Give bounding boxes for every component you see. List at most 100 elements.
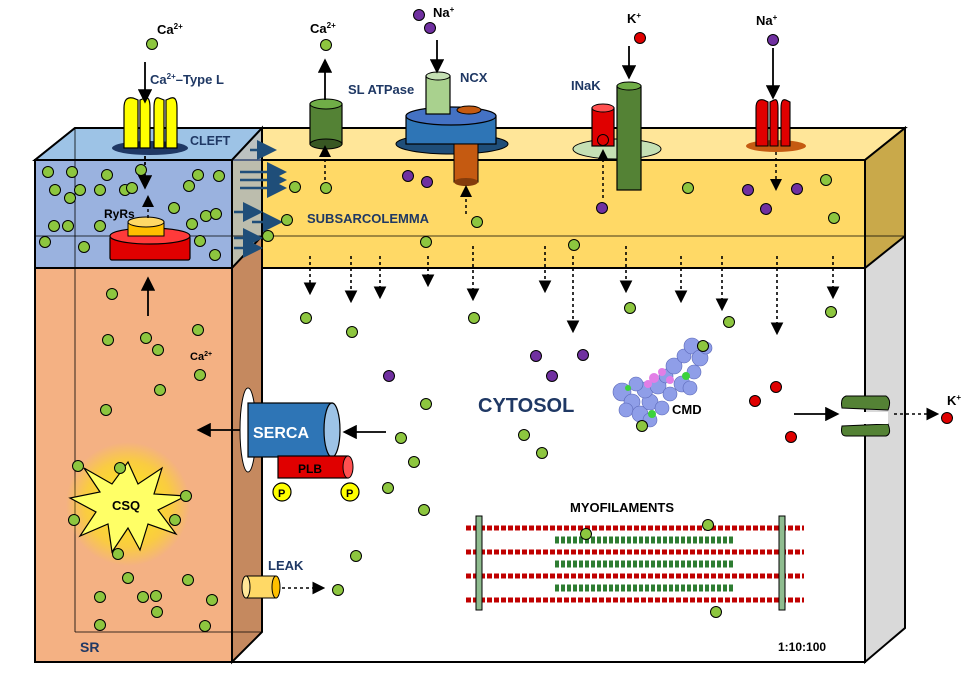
sodium-ion	[421, 176, 433, 188]
phosphate-label-2: P	[346, 488, 353, 500]
calcium-ion	[122, 572, 134, 584]
sodium-ion	[402, 170, 414, 182]
calcium-ion	[74, 184, 86, 196]
calcium-ion	[200, 210, 212, 222]
calcium-ion	[710, 606, 722, 618]
calcium-ion	[820, 174, 832, 186]
calcium-ion	[151, 606, 163, 618]
calcium-ion	[723, 316, 735, 328]
calcium-ion	[168, 202, 180, 214]
potassium-ion	[634, 32, 646, 44]
serca-label: SERCA	[253, 425, 309, 442]
calcium-ion	[518, 429, 530, 441]
calcium-ion	[94, 184, 106, 196]
sl-atpase-label: SL ATPase	[348, 82, 414, 97]
calcium-ion	[320, 182, 332, 194]
calcium-ion	[408, 456, 420, 468]
calcium-ion	[154, 384, 166, 396]
ncx-exchanger	[395, 71, 509, 186]
calcium-ion	[39, 236, 51, 248]
calcium-ion	[536, 447, 548, 459]
calcium-ion	[682, 182, 694, 194]
sodium-ion	[760, 203, 772, 215]
sodium-ion	[791, 183, 803, 195]
csq-buffer	[66, 442, 190, 566]
calcium-ion	[102, 334, 114, 346]
calcium-ion	[62, 220, 74, 232]
calcium-ion	[64, 192, 76, 204]
calcium-ion	[697, 340, 709, 352]
calcium-ion	[137, 591, 149, 603]
calcium-ion	[140, 332, 152, 344]
calcium-ion	[126, 182, 138, 194]
calcium-ion	[182, 574, 194, 586]
calcium-ion	[568, 239, 580, 251]
calcium-ion	[183, 180, 195, 192]
cmd-buffer	[612, 337, 713, 428]
calcium-ion	[42, 166, 54, 178]
calcium-ion	[78, 241, 90, 253]
calcium-ion	[395, 432, 407, 444]
ca-top-label: Ca2+	[157, 22, 183, 37]
leak-channel	[241, 575, 281, 599]
plb-label: PLB	[298, 462, 322, 476]
na-channel-label: Na+	[756, 13, 778, 28]
subsarcolemma-region	[231, 159, 866, 269]
potassium-ion	[770, 381, 782, 393]
calcium-ion	[468, 312, 480, 324]
calcium-ion	[152, 344, 164, 356]
myofilaments	[466, 515, 804, 611]
calcium-ion	[94, 220, 106, 232]
sodium-ion	[546, 370, 558, 382]
ncx-na-label: Na+	[433, 5, 455, 20]
sodium-ion	[596, 202, 608, 214]
cytosol-label: CYTOSOL	[478, 395, 574, 417]
calcium-ion	[192, 324, 204, 336]
sr-label: SR	[80, 639, 99, 655]
inak-pump	[572, 81, 662, 191]
calcium-ion	[186, 218, 198, 230]
calcium-ion	[418, 504, 430, 516]
sl-atpase-ca-label: Ca2+	[310, 21, 336, 36]
cmd-label: CMD	[672, 402, 702, 417]
calcium-ion	[180, 490, 192, 502]
calcium-ion	[210, 208, 222, 220]
calcium-ion	[66, 166, 78, 178]
cleft-diffusion-arrows	[234, 140, 287, 258]
calcium-ion	[213, 170, 225, 182]
phosphate-label-1: P	[278, 488, 285, 500]
subsarcolemma-diffusion-arrows	[303, 246, 840, 336]
calcium-ion	[825, 306, 837, 318]
calcium-ion	[332, 584, 344, 596]
calcium-ion	[420, 236, 432, 248]
potassium-ion	[785, 431, 797, 443]
sr-ca-label: Ca2+	[190, 351, 212, 363]
ryrs-label: RyRs	[104, 207, 135, 221]
calcium-ion	[72, 460, 84, 472]
calcium-ion	[289, 181, 301, 193]
calcium-ion	[300, 312, 312, 324]
k-out-label: K+	[947, 393, 961, 408]
calcium-ion	[471, 216, 483, 228]
sodium-ion	[413, 9, 425, 21]
ion-layer	[39, 9, 953, 632]
sodium-ion	[530, 350, 542, 362]
sodium-ion	[383, 370, 395, 382]
subsarcolemma-label: SUBSARCOLEMMA	[307, 211, 430, 226]
calcium-ion	[94, 591, 106, 603]
calcium-ion	[48, 220, 60, 232]
calcium-ion	[100, 404, 112, 416]
ltype-channel	[112, 97, 188, 155]
inak-k-label: K+	[627, 11, 641, 26]
calcium-ion	[382, 482, 394, 494]
calcium-ion	[320, 39, 332, 51]
ltype-label: Ca2+–Type L	[150, 72, 224, 87]
calcium-ion	[828, 212, 840, 224]
cleft-label: CLEFT	[190, 134, 231, 148]
calcium-ion	[420, 398, 432, 410]
calcium-ion	[150, 590, 162, 602]
calcium-ion	[194, 235, 206, 247]
calcium-ion	[68, 514, 80, 526]
